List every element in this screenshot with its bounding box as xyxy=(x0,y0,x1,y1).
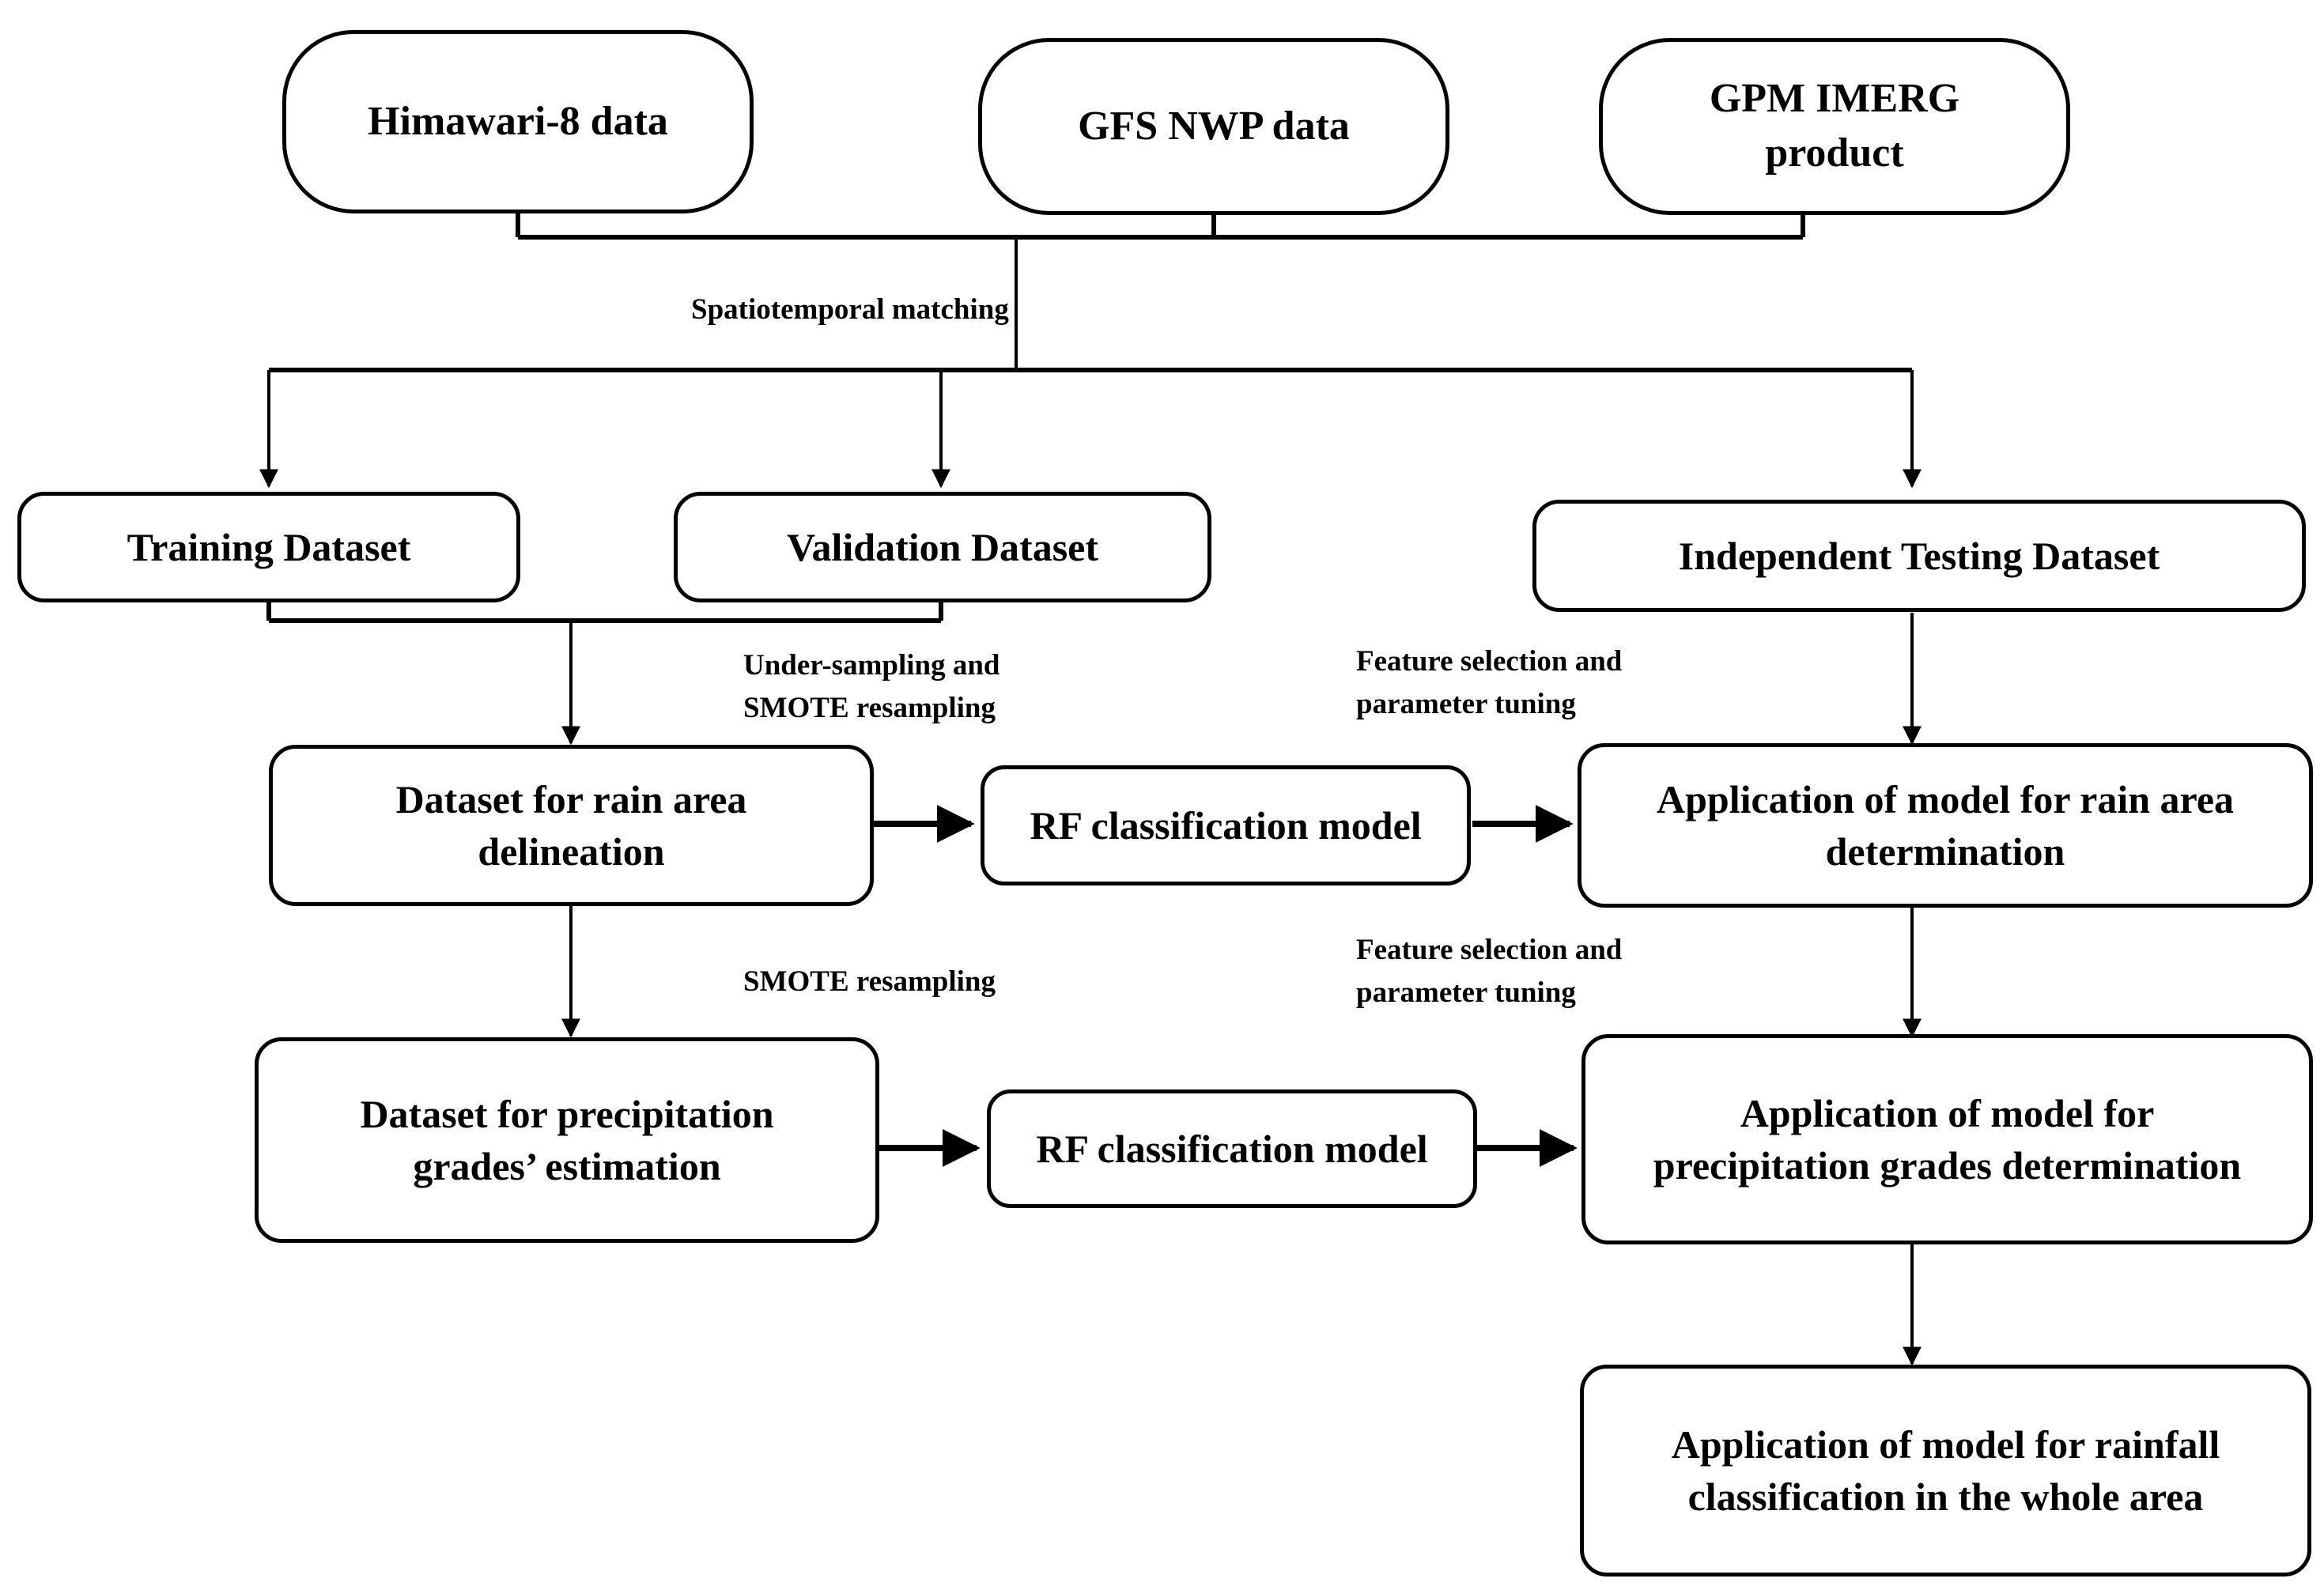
node-gpm-imerg-product-label: GPM IMERG product xyxy=(1709,76,1960,176)
node-rf-classification-model-2[interactable]: RF classification model xyxy=(987,1089,1477,1208)
node-rf-classification-model-2-label: RF classification model xyxy=(1036,1127,1428,1171)
node-independent-testing-dataset-label: Independent Testing Dataset xyxy=(1678,534,2160,578)
node-rf-classification-model-1[interactable]: RF classification model xyxy=(981,765,1471,886)
node-gfs-nwp-data[interactable]: GFS NWP data xyxy=(978,38,1449,215)
node-training-dataset-label: Training Dataset xyxy=(127,525,411,569)
edge-label-feature-selection-2: Feature selection and parameter tuning xyxy=(1356,934,1623,1009)
node-gpm-imerg-product[interactable]: GPM IMERG product xyxy=(1599,38,2070,215)
node-precipitation-grades-dataset-label: Dataset for precipitation grades’ estima… xyxy=(360,1092,774,1188)
node-rain-area-dataset-label: Dataset for rain area delineation xyxy=(395,777,747,874)
node-application-precipitation-grades[interactable]: Application of model for precipitation g… xyxy=(1581,1034,2313,1244)
node-himawari-data-label: Himawari-8 data xyxy=(368,98,668,144)
node-application-rainfall-whole-area[interactable]: Application of model for rainfall classi… xyxy=(1580,1365,2311,1577)
node-himawari-data[interactable]: Himawari-8 data xyxy=(282,30,754,213)
edge-label-undersampling-smote: Under-sampling and SMOTE resampling xyxy=(743,649,1000,724)
node-application-rain-area[interactable]: Application of model for rain area deter… xyxy=(1578,743,2313,908)
edge-label-smote-resampling: SMOTE resampling xyxy=(743,965,996,998)
node-rain-area-dataset[interactable]: Dataset for rain area delineation xyxy=(269,745,874,906)
node-application-precipitation-grades-label: Application of model for precipitation g… xyxy=(1653,1091,2242,1188)
node-validation-dataset[interactable]: Validation Dataset xyxy=(674,492,1211,602)
edge-label-spatiotemporal-matching: Spatiotemporal matching xyxy=(691,293,1009,326)
node-rf-classification-model-1-label: RF classification model xyxy=(1030,803,1422,848)
edge-label-feature-selection-1: Feature selection and parameter tuning xyxy=(1356,645,1623,720)
node-training-dataset[interactable]: Training Dataset xyxy=(17,492,520,602)
node-application-rain-area-label: Application of model for rain area deter… xyxy=(1656,777,2235,874)
node-gfs-nwp-data-label: GFS NWP data xyxy=(1078,103,1350,149)
node-precipitation-grades-dataset[interactable]: Dataset for precipitation grades’ estima… xyxy=(255,1037,879,1243)
node-validation-dataset-label: Validation Dataset xyxy=(786,525,1099,569)
node-application-rainfall-whole-area-label: Application of model for rainfall classi… xyxy=(1671,1422,2220,1519)
node-independent-testing-dataset[interactable]: Independent Testing Dataset xyxy=(1532,500,2306,612)
